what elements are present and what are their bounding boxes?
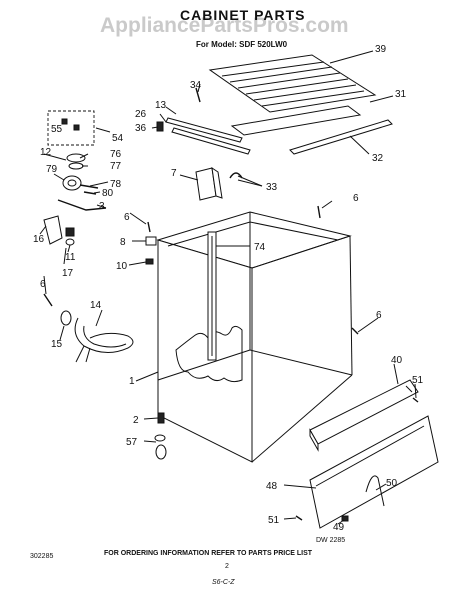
callout: 50 — [386, 478, 398, 489]
callout: 36 — [135, 123, 147, 134]
callout: 12 — [40, 147, 52, 158]
callout: 49 — [333, 522, 345, 533]
callout: 48 — [266, 481, 278, 492]
bracket — [195, 166, 263, 201]
callout: 16 — [33, 234, 45, 245]
callout: 3 — [99, 201, 105, 212]
cabinet-body — [156, 211, 353, 463]
callout: 13 — [155, 100, 167, 111]
signature: S6-C-Z — [212, 579, 235, 586]
top-panel — [156, 54, 393, 155]
callout: 6 — [40, 279, 46, 290]
callout: 26 — [135, 109, 147, 120]
page-number: 2 — [225, 563, 229, 570]
doc-number: 302285 — [30, 553, 53, 560]
leader-lines — [39, 50, 417, 525]
callout: 51 — [412, 375, 424, 386]
callout: 77 — [110, 161, 122, 172]
watermark: AppliancePartsPros.com — [100, 14, 349, 37]
model-line: For Model: SDF 520LW0 — [196, 40, 288, 49]
order-note: FOR ORDERING INFORMATION REFER TO PARTS … — [104, 550, 313, 557]
access-panel — [295, 415, 439, 529]
callout: 51 — [268, 515, 280, 526]
callout: 74 — [254, 242, 266, 253]
callout: 15 — [51, 339, 63, 350]
callout: 33 — [266, 182, 278, 193]
callout: 11 — [65, 252, 76, 263]
left-hardware — [43, 110, 134, 363]
callout: 34 — [190, 80, 202, 91]
callout: 54 — [112, 133, 124, 144]
callout: 8 — [120, 237, 126, 248]
callout: 1 — [129, 376, 135, 387]
callout: 32 — [372, 153, 384, 164]
callout: 57 — [126, 437, 138, 448]
callout: 6 — [376, 310, 382, 321]
callout: 78 — [110, 179, 122, 190]
callout: 76 — [110, 149, 122, 160]
callout: 79 — [46, 164, 58, 175]
callout: 7 — [171, 168, 177, 179]
page-title: CABINET PARTS — [180, 7, 306, 23]
callout: 31 — [395, 89, 407, 100]
callout: 17 — [62, 268, 74, 279]
callout: 14 — [90, 300, 102, 311]
callout: 40 — [391, 355, 403, 366]
callout: 80 — [102, 188, 114, 199]
callout: 6 — [353, 193, 359, 204]
callout-labels: 39 34 31 13 26 36 32 7 33 55 54 12 76 77… — [33, 44, 424, 533]
callout: 55 — [51, 124, 63, 135]
drawing-number: DW 2285 — [316, 537, 345, 544]
callout: 6 — [124, 212, 130, 223]
callout: 10 — [116, 261, 128, 272]
callout: 2 — [133, 415, 139, 426]
callout: 39 — [375, 44, 387, 55]
toe-plate — [309, 379, 419, 452]
